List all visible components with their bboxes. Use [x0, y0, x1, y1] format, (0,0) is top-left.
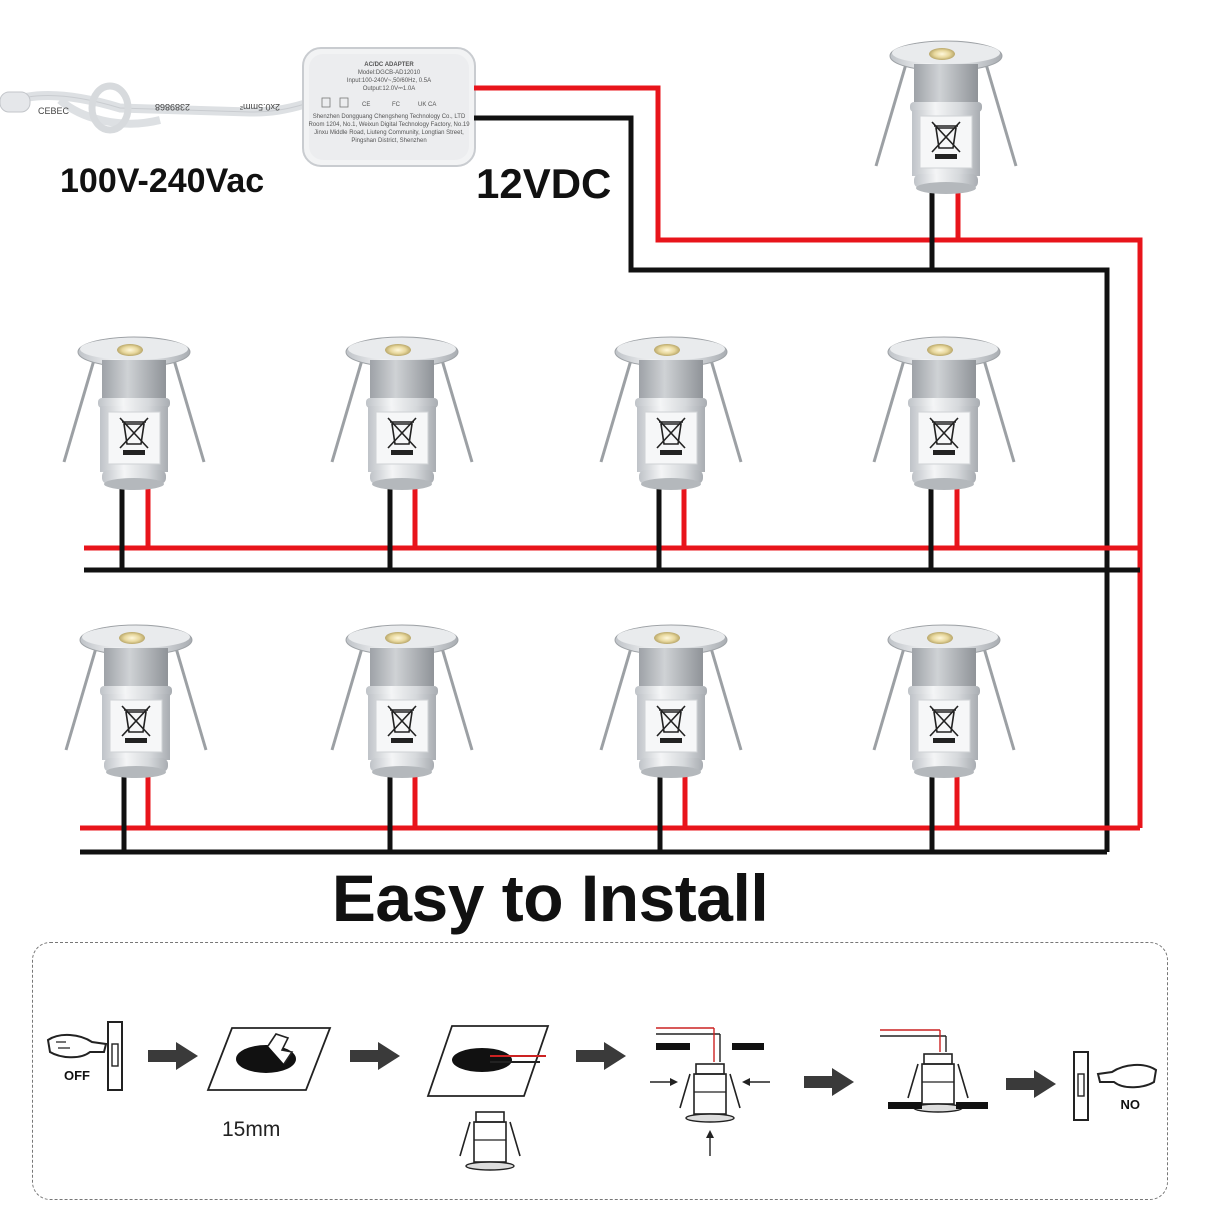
adapter-input: Input:100-240V~,50/60Hz, 0.5A — [347, 78, 431, 84]
headline: Easy to Install — [331, 861, 769, 935]
step-connect-wires — [426, 1025, 550, 1171]
step-compress-springs — [650, 1027, 770, 1156]
negative-trunk — [474, 115, 1110, 852]
ac-input-label: 100V-240Vac — [60, 162, 265, 200]
light-fixture-row2-3 — [599, 623, 743, 780]
step-cut-hole — [206, 1027, 332, 1091]
on-label: ON — [1121, 1097, 1141, 1112]
adapter-title: AC/DC ADAPTER — [364, 62, 414, 68]
cord-code-text: 2389868 — [155, 102, 190, 112]
adapter-address-3: Pingshan District, Shenzhen — [351, 138, 426, 144]
light-fixture-row1-1 — [62, 335, 206, 492]
light-fixture-row2-2 — [330, 623, 474, 780]
power-adapter: AC/DC ADAPTER Model:DGCB-AD12010 Input:1… — [302, 47, 476, 167]
adapter-maker: Shenzhen Dongguang Chengsheng Technology… — [313, 114, 466, 120]
install-steps-panel — [32, 942, 1168, 1200]
light-fixture-row2-4 — [872, 623, 1016, 780]
bus-row-1 — [84, 545, 1140, 573]
dc-output-label: 12VDC — [476, 160, 612, 207]
light-fixture-row2-1 — [64, 623, 208, 780]
step-insert-light — [880, 1029, 988, 1113]
cord-spec-text: 2x0.5mm² — [240, 102, 280, 112]
light-fixture-row1-3 — [599, 335, 743, 492]
light-fixture-row1-2 — [330, 335, 474, 492]
trunk-wires — [474, 85, 1143, 852]
adapter-address-1: Room 1204, No.1, Weixun Digital Technolo… — [308, 122, 470, 128]
adapter-address-2: Jinxu Middle Road, Liuteng Community, Lo… — [314, 130, 464, 136]
cord-brand-text: CEBEC — [38, 106, 70, 116]
certification-marks: CE FC UK CA — [321, 97, 436, 108]
adapter-model: Model:DGCB-AD12010 — [358, 70, 421, 76]
ukca-mark: UK CA — [418, 102, 436, 108]
hole-diameter-label: 15mm — [222, 1118, 281, 1141]
off-label: OFF — [64, 1068, 90, 1083]
step-switch-on: ON — [1073, 1051, 1158, 1121]
power-cord: CEBEC 2389868 2x0.5mm² — [0, 82, 307, 134]
fc-mark: FC — [392, 102, 401, 108]
positive-trunk — [474, 85, 1143, 828]
light-fixture-top — [874, 39, 1018, 196]
ce-mark: CE — [362, 102, 370, 108]
step-switch-off: OFF — [46, 1021, 123, 1091]
adapter-output: Output:12.0V⎓1.0A — [363, 86, 416, 92]
bus-row-2 — [80, 825, 1140, 855]
light-drops — [119, 484, 960, 852]
light-fixture-row1-4 — [872, 335, 1016, 492]
